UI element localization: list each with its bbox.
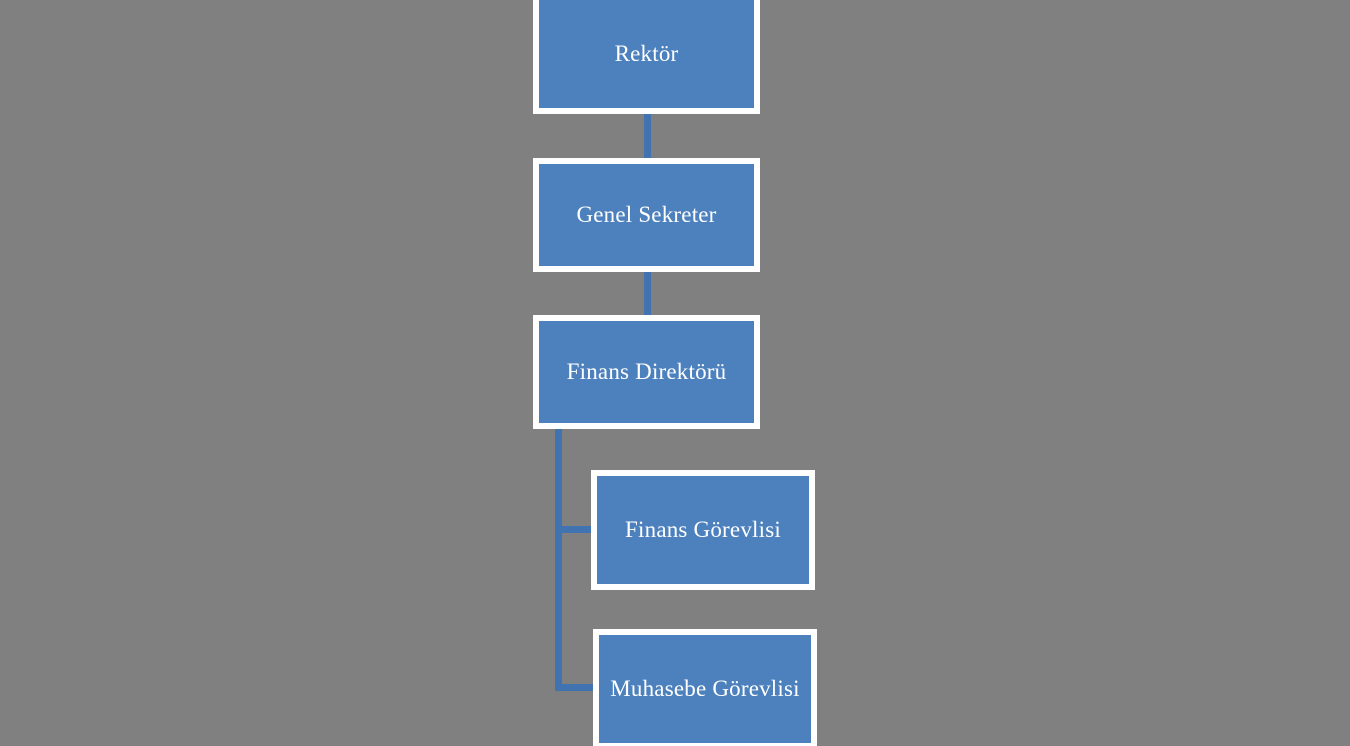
node-muhasebe-gorevlisi[interactable]: Muhasebe Görevlisi xyxy=(593,629,817,746)
node-label-finans-direktoru: Finans Direktörü xyxy=(566,358,727,384)
node-finans-gorevlisi[interactable]: Finans Görevlisi xyxy=(591,470,815,590)
node-label-genel-sekreter: Genel Sekreter xyxy=(576,201,717,227)
connector-trunk-finans-direktoru xyxy=(555,424,562,691)
node-rektor[interactable]: Rektör xyxy=(533,0,760,114)
connector-genel-sekreter-to-finans-direktoru xyxy=(644,266,651,321)
node-label-finans-gorevlisi: Finans Görevlisi xyxy=(625,516,781,542)
node-label-muhasebe-gorevlisi: Muhasebe Görevlisi xyxy=(610,675,800,701)
connector-branch-finans-gorevlisi xyxy=(555,526,597,533)
connector-branch-muhasebe-gorevlisi xyxy=(555,684,599,691)
node-genel-sekreter[interactable]: Genel Sekreter xyxy=(533,158,760,272)
node-finans-direktoru[interactable]: Finans Direktörü xyxy=(533,315,760,429)
node-label-rektor: Rektör xyxy=(614,40,679,66)
connector-rektor-to-genel-sekreter xyxy=(644,108,651,164)
